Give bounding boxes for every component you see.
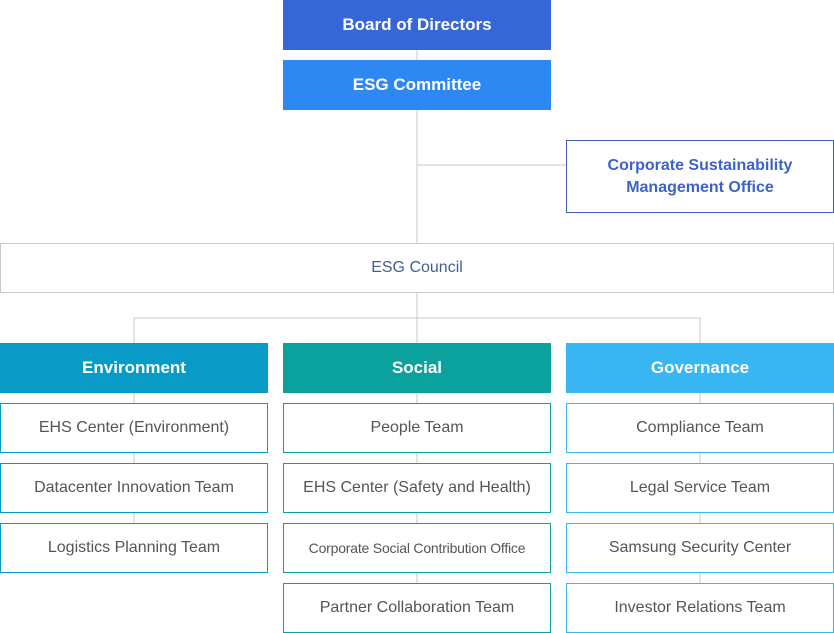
governance-header: Governance (566, 343, 834, 393)
team-label: Compliance Team (636, 419, 764, 436)
team-box: Investor Relations Team (566, 583, 834, 633)
team-label: EHS Center (Environment) (38, 419, 230, 436)
team-box: Samsung Security Center (566, 523, 834, 573)
team-box: Corporate Social Contribution Office (283, 523, 551, 573)
team-box: Datacenter Innovation Team (0, 463, 268, 513)
board-of-directors-box: Board of Directors (283, 0, 551, 50)
team-label: Corporate Social Contribution Office (308, 540, 526, 556)
team-label: Partner Collaboration Team (319, 599, 515, 616)
team-label: EHS Center (Safety and Health) (303, 479, 531, 496)
team-box: EHS Center (Safety and Health) (283, 463, 551, 513)
sustainability-office-label-line1: Corporate Sustainability (607, 156, 793, 174)
esg-council-label: ESG Council (371, 259, 463, 276)
team-label: Investor Relations Team (614, 599, 786, 616)
team-box: Partner Collaboration Team (283, 583, 551, 633)
team-label: Legal Service Team (629, 479, 771, 496)
team-box: EHS Center (Environment) (0, 403, 268, 453)
board-of-directors-label: Board of Directors (342, 15, 492, 34)
team-label: People Team (370, 419, 464, 436)
team-box: People Team (283, 403, 551, 453)
team-box: Compliance Team (566, 403, 834, 453)
esg-committee-box: ESG Committee (283, 60, 551, 110)
environment-header-label: Environment (82, 358, 186, 377)
team-label: Samsung Security Center (608, 539, 792, 556)
team-label: Datacenter Innovation Team (34, 479, 234, 496)
environment-header: Environment (0, 343, 268, 393)
team-label: Logistics Planning Team (47, 539, 221, 556)
social-header-label: Social (391, 358, 443, 377)
team-box: Logistics Planning Team (0, 523, 268, 573)
social-header: Social (283, 343, 551, 393)
esg-committee-label: ESG Committee (352, 75, 482, 94)
team-box: Legal Service Team (566, 463, 834, 513)
sustainability-office-box: Corporate Sustainability Management Offi… (566, 140, 834, 213)
governance-header-label: Governance (650, 358, 750, 377)
sustainability-office-label-line2: Management Office (626, 178, 774, 196)
esg-council-box: ESG Council (0, 243, 834, 293)
